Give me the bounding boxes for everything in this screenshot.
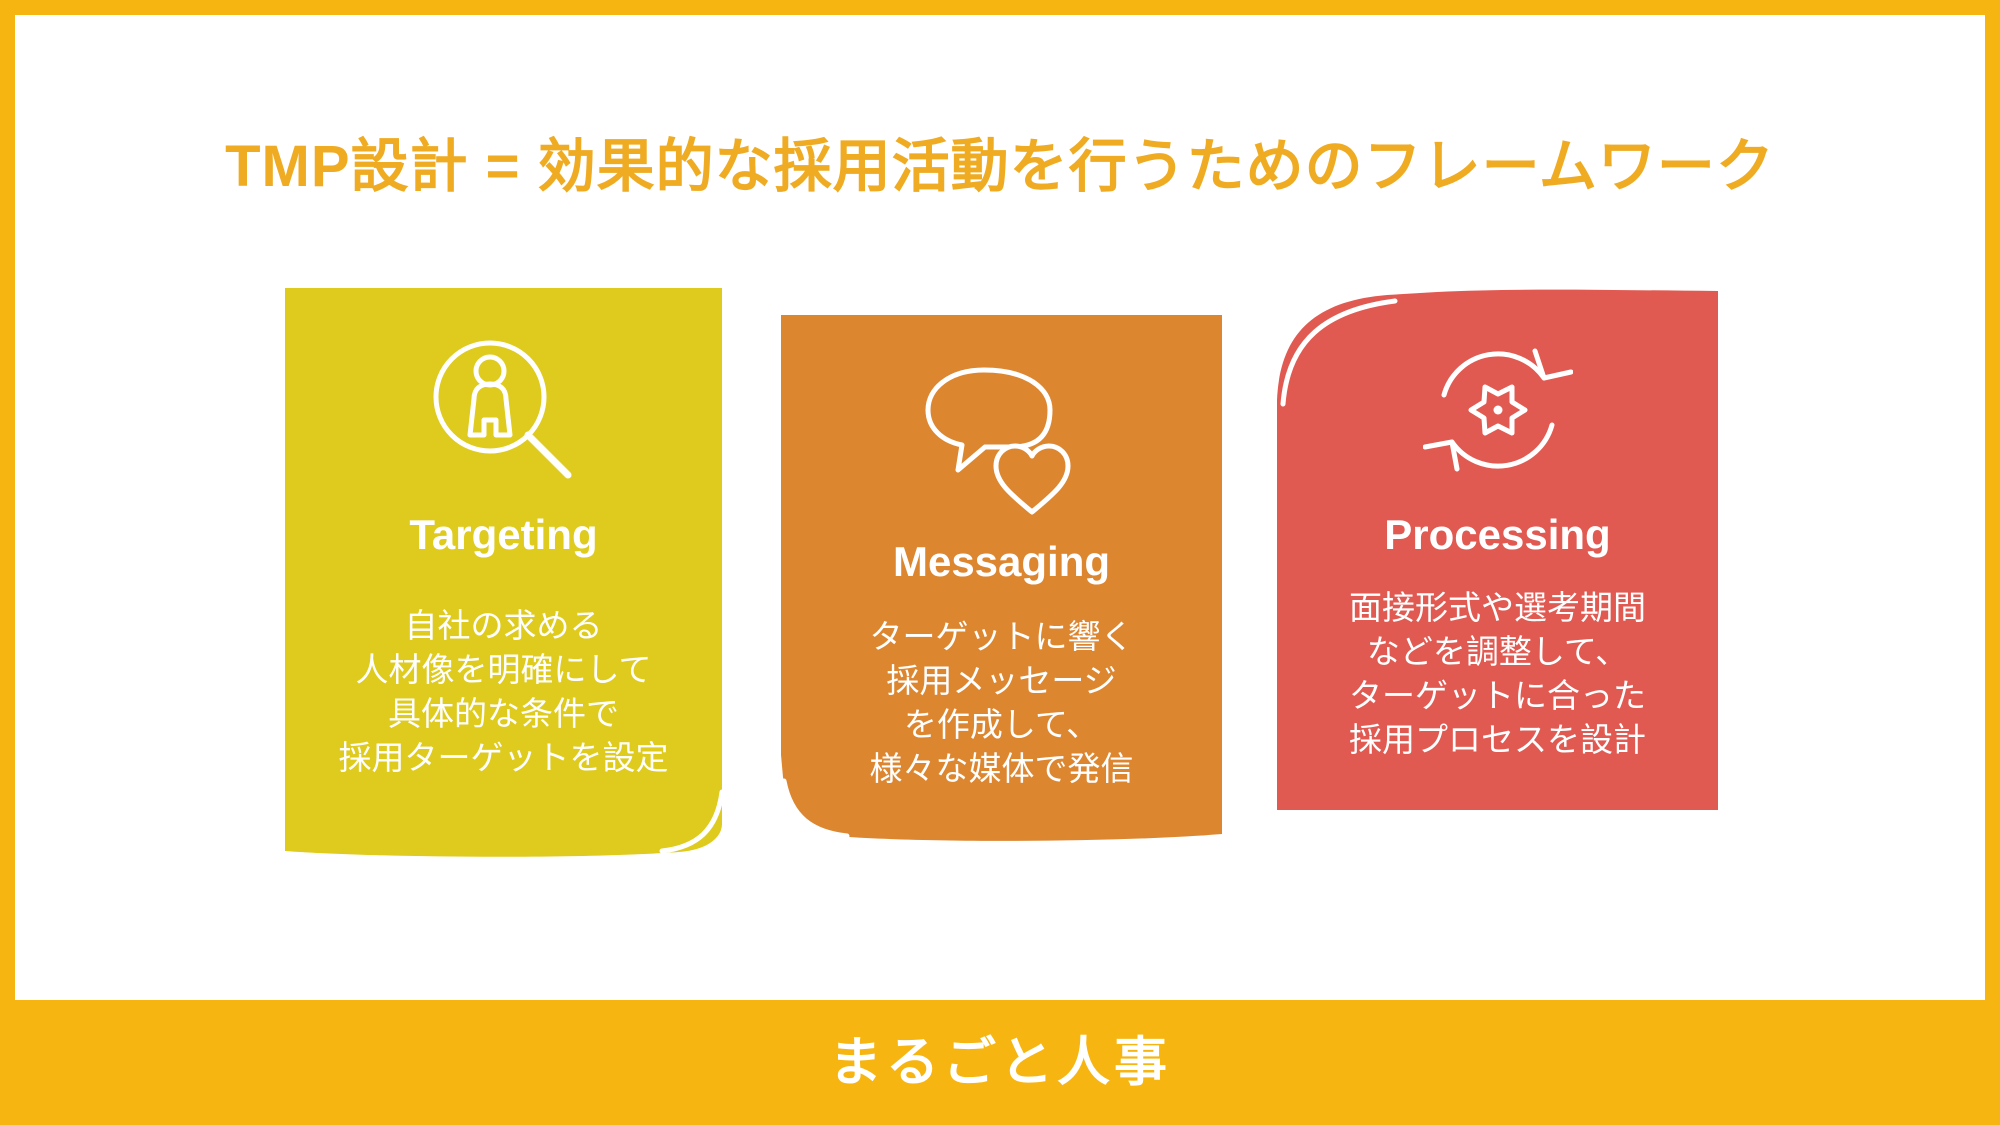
card-heading-targeting: Targeting (409, 511, 598, 558)
body-line: などを調整して、 (1366, 633, 1629, 670)
body-line: を作成して、 (903, 706, 1100, 743)
body-line: ターゲットに合った (1349, 677, 1646, 714)
card-heading-messaging: Messaging (892, 538, 1111, 585)
card-processing: Processing 面接形式や選考期間 などを調整して、 ターゲットに合った … (1277, 288, 1718, 810)
person-search-icon (424, 333, 584, 493)
brand-logo-text: まるごと人事 (829, 1033, 1171, 1092)
card-heading-processing: Processing (1384, 511, 1611, 558)
card-body-messaging: ターゲットに響く 採用メッセージ を作成して、 様々な媒体で発信 (781, 615, 1222, 791)
footer-brand-bar: まるごと人事 (0, 1000, 2000, 1125)
card-messaging: Messaging ターゲットに響く 採用メッセージ を作成して、 様々な媒体で… (781, 315, 1222, 843)
page-title: TMP設計 = 効果的な採用活動を行うためのフレームワーク (225, 133, 1775, 199)
body-line: 人材像を明確にして (355, 651, 652, 688)
card-messaging-background-shape (781, 315, 1222, 841)
body-line: 採用ターゲットを設定 (338, 739, 669, 776)
fold-line (781, 778, 850, 839)
body-line: 面接形式や選考期間 (1349, 589, 1646, 626)
body-line: 採用メッセージ (886, 662, 1117, 699)
speech-bubble-heart-icon (917, 360, 1087, 520)
body-line: ターゲットに響く (869, 618, 1134, 655)
card-body-targeting: 自社の求める 人材像を明確にして 具体的な条件で 採用ターゲットを設定 (285, 604, 722, 780)
fold-line (659, 789, 722, 854)
body-line: 様々な媒体で発信 (869, 750, 1134, 787)
body-line: 自社の求める (404, 607, 603, 644)
body-line: 採用プロセスを設計 (1349, 721, 1646, 758)
card-body-processing: 面接形式や選考期間 などを調整して、 ターゲットに合った 採用プロセスを設計 (1277, 586, 1718, 762)
card-targeting-background-shape (285, 288, 722, 857)
body-line: 具体的な条件で (388, 695, 619, 732)
card-targeting: Targeting 自社の求める 人材像を明確にして 具体的な条件で 採用ターゲ… (285, 288, 722, 858)
fold-line (1280, 298, 1398, 407)
sync-gear-icon (1422, 333, 1573, 483)
card-processing-background-shape (1277, 289, 1718, 810)
